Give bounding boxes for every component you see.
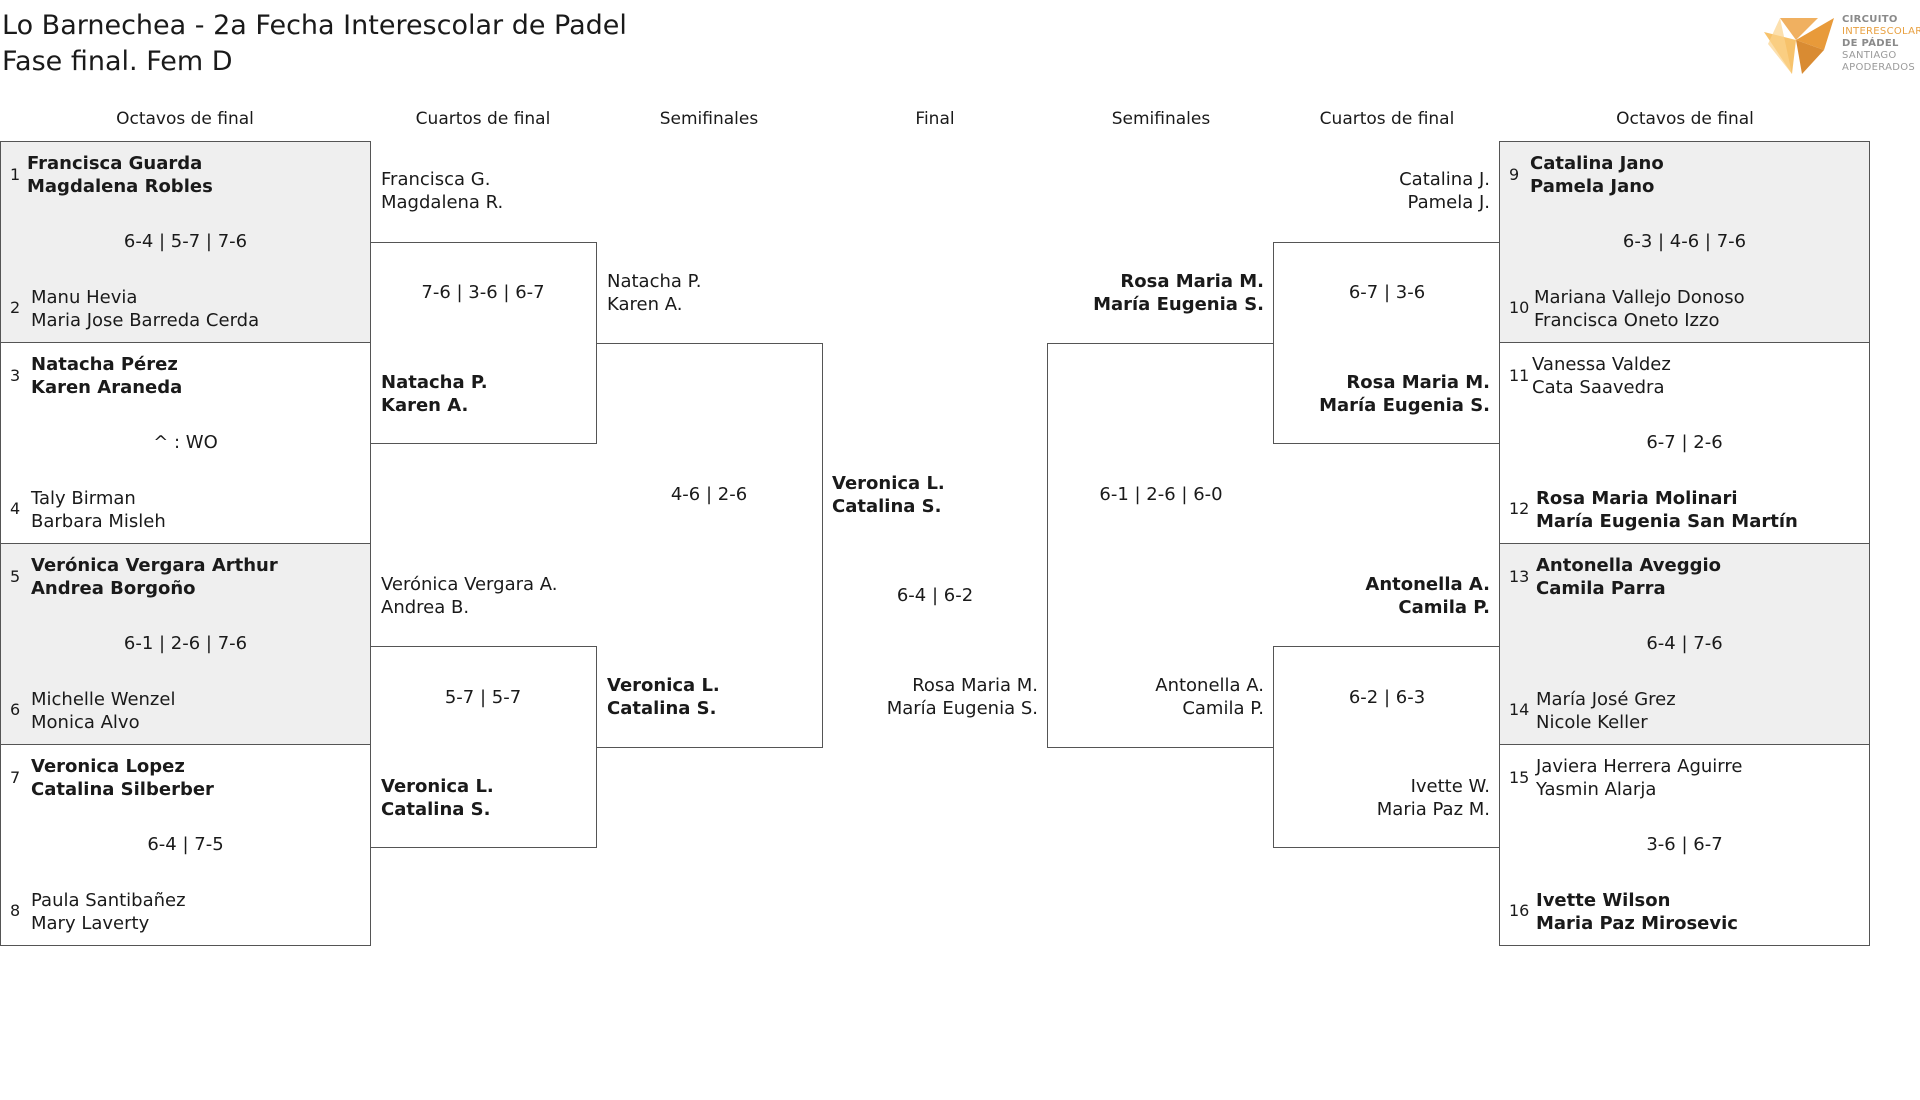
seed-number: 15	[1509, 768, 1530, 787]
match-box-sf-right	[1047, 343, 1274, 748]
team-entry: Catalina J.Pamela J.	[1399, 169, 1490, 213]
match-score: 6-4 | 6-2	[896, 585, 974, 606]
page-title: Lo Barnechea - 2a Fecha Interescolar de …	[2, 8, 627, 80]
match-score: 5-7 | 5-7	[444, 687, 522, 708]
seed-number: 9	[1509, 165, 1520, 184]
team-entry: Rosa Maria M.María Eugenia S.	[1093, 271, 1264, 315]
match-box-r16-left-3	[0, 543, 371, 745]
match-score: 4-6 | 2-6	[670, 484, 748, 505]
match-box-r16-right-4	[1499, 744, 1870, 946]
seed-number: 1	[10, 165, 21, 184]
match-score: 6-1 | 2-6 | 7-6	[123, 633, 248, 654]
seed-number: 13	[1509, 567, 1530, 586]
seed-number: 14	[1509, 700, 1530, 719]
team-entry: Francisca G.Magdalena R.	[381, 169, 504, 213]
match-box-r16-left-1	[0, 141, 371, 343]
match-score: 3-6 | 6-7	[1646, 834, 1723, 855]
seed-number: 10	[1509, 298, 1530, 317]
match-box-r16-right-3	[1499, 543, 1870, 745]
match-score: 6-7 | 3-6	[1348, 282, 1426, 303]
team-entry: Antonella A.Camila P.	[1365, 574, 1490, 618]
match-score: 6-4 | 7-5	[147, 834, 224, 855]
seed-number: 6	[10, 700, 21, 719]
team-entry: Natacha P.Karen A.	[381, 372, 488, 416]
seed-number: 8	[10, 901, 21, 920]
round-header-final: Final	[915, 109, 955, 129]
round-header-right-sf: Semifinales	[1111, 109, 1211, 129]
circuit-logo: CIRCUITO INTERESCOLAR DE PÁDEL SANTIAGO …	[1760, 14, 1920, 76]
team-entry: Verónica Vergara A.Andrea B.	[381, 574, 558, 618]
match-score: 6-2 | 6-3	[1348, 687, 1426, 708]
team-entry: Antonella A.Camila P.	[1155, 675, 1264, 719]
round-header-right-r16: Octavos de final	[1616, 109, 1754, 129]
seed-number: 4	[10, 499, 21, 518]
team-entry: Veronica L.Catalina S.	[607, 675, 720, 719]
match-score: 6-1 | 2-6 | 6-0	[1099, 484, 1223, 505]
round-header-right-qf: Cuartos de final	[1319, 109, 1455, 129]
seed-number: 11	[1509, 366, 1530, 385]
match-box-qf-right-2	[1273, 646, 1500, 848]
round-header-left-sf: Semifinales	[659, 109, 759, 129]
match-score: 7-6 | 3-6 | 6-7	[421, 282, 545, 303]
round-header-left-qf: Cuartos de final	[415, 109, 551, 129]
team-entry: Rosa Maria M.María Eugenia S.	[1319, 372, 1490, 416]
round-header-left-r16: Octavos de final	[116, 109, 254, 129]
title-line-1: Lo Barnechea - 2a Fecha Interescolar de …	[2, 10, 627, 41]
team-entry: Rosa Maria M.María Eugenia S.	[886, 675, 1038, 719]
team-entry: Natacha P.Karen A.	[607, 271, 702, 315]
team-entry: Ivette W.Maria Paz M.	[1376, 776, 1490, 820]
match-box-r16-left-4	[0, 744, 371, 946]
seed-number: 5	[10, 567, 21, 586]
match-score: 6-4 | 5-7 | 7-6	[123, 231, 248, 252]
match-score: ^ : WO	[153, 432, 218, 453]
team-entry: Veronica L.Catalina S.	[381, 776, 494, 820]
match-score: 6-7 | 2-6	[1646, 432, 1723, 453]
match-score: 6-4 | 7-6	[1646, 633, 1723, 654]
logo-text: CIRCUITO INTERESCOLAR DE PÁDEL SANTIAGO …	[1842, 14, 1920, 73]
match-box-sf-left	[596, 343, 823, 748]
seed-number: 3	[10, 366, 21, 385]
logo-fox-icon	[1764, 18, 1834, 74]
seed-number: 12	[1509, 499, 1530, 518]
seed-number: 16	[1509, 901, 1530, 920]
match-box-qf-right-1	[1273, 242, 1500, 444]
seed-number: 7	[10, 768, 21, 787]
title-line-2: Fase final. Fem D	[2, 46, 233, 77]
match-box-r16-right-1	[1499, 141, 1870, 343]
match-score: 6-3 | 4-6 | 7-6	[1622, 231, 1747, 252]
team-entry: Veronica L.Catalina S.	[832, 473, 945, 517]
seed-number: 2	[10, 298, 21, 317]
